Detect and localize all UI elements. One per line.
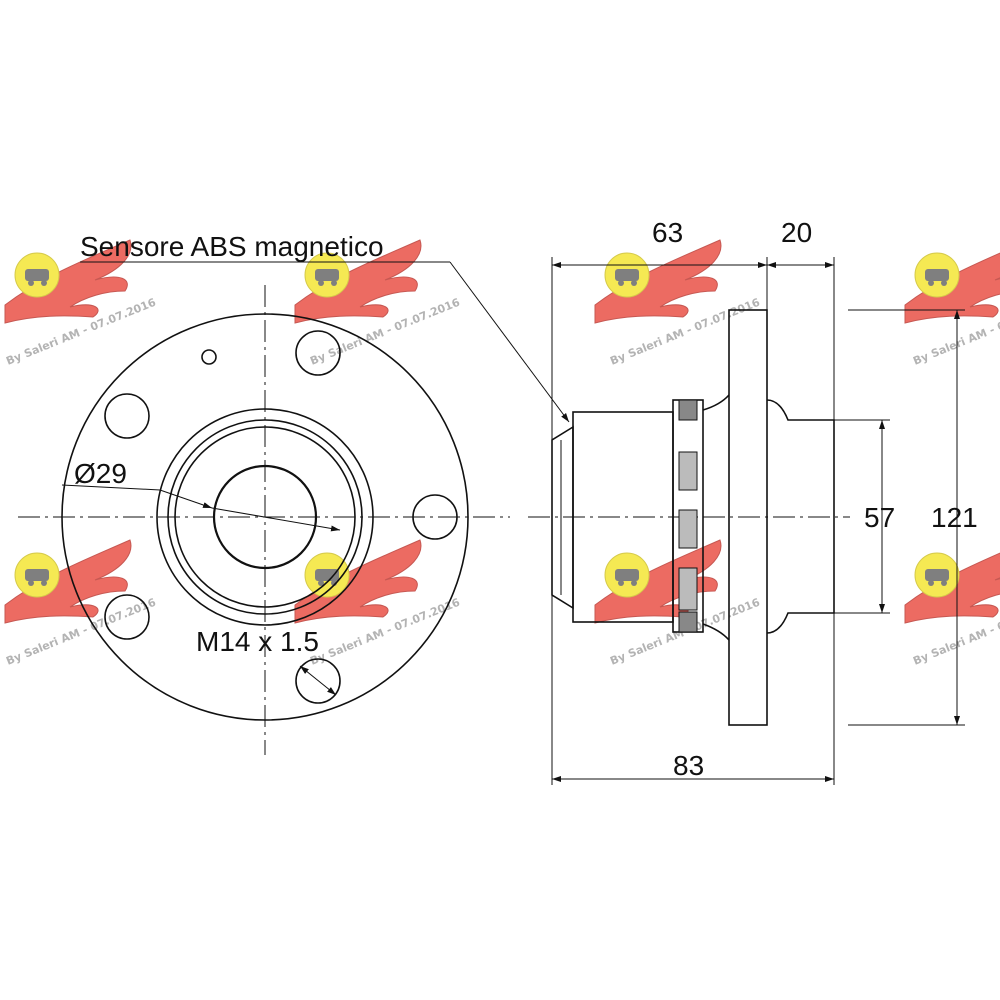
flange-plate: [728, 309, 768, 726]
hub-ring-outer: [156, 408, 374, 626]
thread-label: M14 x 1.5: [196, 626, 319, 657]
center-bore: [212, 464, 318, 570]
dimension-lines: [80, 257, 965, 785]
sensor-label: Sensore ABS magnetico: [80, 231, 384, 262]
bore-diameter-label: Ø29: [74, 458, 127, 489]
bolt-hole: [104, 594, 150, 640]
watermark-layer: By Saleri AM - 07.07.2016 By Saleri AM -…: [4, 239, 1000, 668]
bolt-hole: [412, 494, 458, 540]
dim-63: 63: [652, 217, 683, 248]
hub-ring-inner: [174, 426, 356, 608]
flange-outline: [61, 313, 469, 721]
bolt-hole: [295, 330, 341, 376]
dim-83: 83: [673, 750, 704, 781]
labels: Sensore ABS magnetico Ø29 M14 x 1.5 63 2…: [74, 217, 978, 781]
dim-121: 121: [931, 502, 978, 533]
dim-57: 57: [864, 502, 895, 533]
hub-ring-mid: [167, 419, 363, 615]
dim-20: 20: [781, 217, 812, 248]
pin-hole: [201, 349, 217, 365]
abs-tone-ring: [672, 399, 704, 633]
bolt-hole: [104, 393, 150, 439]
front-view: [18, 285, 510, 755]
bolt-hole: [295, 658, 341, 704]
side-view: [528, 309, 850, 726]
